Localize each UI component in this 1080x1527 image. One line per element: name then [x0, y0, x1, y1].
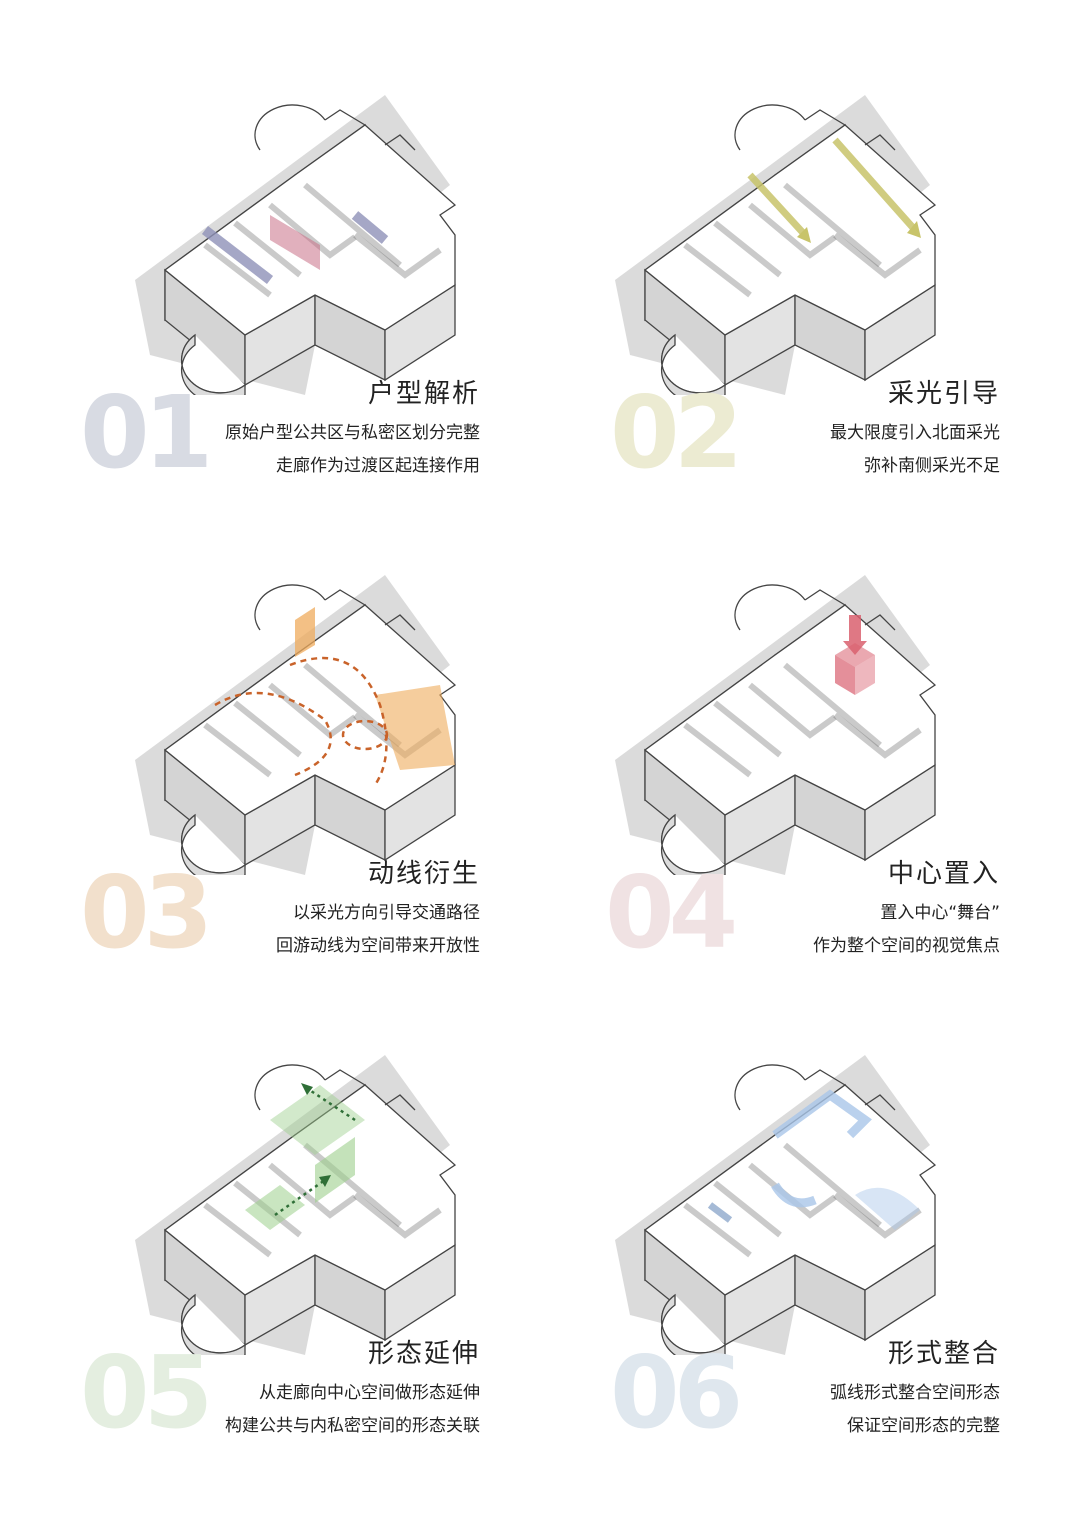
extension-arrow-1	[304, 1085, 356, 1122]
corridor-wall-highlight	[201, 226, 274, 284]
arc-integration-wall-2	[771, 1182, 817, 1208]
step-description: 置入中心“舞台” 作为整个空间的视觉焦点	[813, 897, 1000, 963]
light-arrow-2	[832, 137, 918, 233]
step-description: 从走廊向中心空间做形态延伸 构建公共与内私密空间的形态关联	[225, 1377, 480, 1443]
step-number: 01	[80, 374, 213, 491]
stage-cube-left	[835, 655, 855, 695]
description-line-1: 弧线形式整合空间形态	[830, 1383, 1000, 1403]
description-line-1: 最大限度引入北面采光	[830, 423, 1000, 443]
floor-plan-diagram	[80, 575, 520, 875]
living-zone-highlight	[375, 685, 455, 770]
step-title: 形态延伸	[367, 1339, 480, 1369]
floor-plan-diagram	[560, 575, 1000, 875]
floor-plan-diagram	[560, 1055, 1000, 1355]
step-description: 原始户型公共区与私密区划分完整 走廊作为过渡区起连接作用	[225, 417, 480, 483]
panel-05: 05 形态延伸 从走廊向中心空间做形态延伸 构建公共与内私密空间的形态关联	[80, 1055, 520, 1475]
extension-arrowhead-2	[319, 1175, 331, 1187]
stage-cube-right	[855, 655, 875, 695]
step-description: 弧线形式整合空间形态 保证空间形态的完整	[830, 1377, 1000, 1443]
floor-plan-diagram	[80, 1055, 520, 1355]
step-number: 05	[80, 1334, 213, 1451]
step-title: 动线衍生	[367, 859, 480, 889]
description-line-1: 原始户型公共区与私密区划分完整	[225, 423, 480, 443]
panel-02: 02 采光引导 最大限度引入北面采光 弥补南侧采光不足	[560, 95, 1000, 515]
panel-03: 03 动线衍生 以采光方向引导交通路径 回游动线为空间带来开放性	[80, 575, 520, 995]
description-line-1: 从走廊向中心空间做形态延伸	[259, 1383, 480, 1403]
floor-plan-diagram	[560, 95, 1000, 395]
wall-highlight	[295, 607, 315, 657]
extension-volume-top	[270, 1085, 365, 1155]
extension-arrow-2	[274, 1178, 326, 1217]
corridor-volume	[245, 1185, 305, 1230]
step-number: 04	[605, 854, 738, 971]
circulation-route-2	[289, 656, 388, 786]
arc-integration-floor	[855, 1187, 920, 1230]
private-zone-highlight	[270, 215, 320, 270]
description-line-1: 置入中心“舞台”	[880, 903, 1000, 923]
arc-integration-wall-1	[772, 1089, 872, 1139]
light-arrowhead-1	[797, 227, 811, 243]
step-title: 形式整合	[887, 1339, 1000, 1369]
panel-04: 04 中心置入 置入中心“舞台” 作为整个空间的视觉焦点	[560, 575, 1000, 995]
step-title: 户型解析	[367, 379, 480, 409]
circulation-loop	[341, 719, 389, 751]
floor-plan-diagram	[80, 95, 520, 395]
description-line-2: 弥补南侧采光不足	[864, 456, 1000, 476]
light-arrowhead-2	[907, 221, 921, 238]
step-number: 03	[80, 854, 213, 971]
step-description: 最大限度引入北面采光 弥补南侧采光不足	[830, 417, 1000, 483]
panel-06: 06 形式整合 弧线形式整合空间形态 保证空间形态的完整	[560, 1055, 1000, 1475]
step-title: 中心置入	[887, 859, 1000, 889]
arc-integration-wall-3	[707, 1202, 733, 1223]
description-line-2: 回游动线为空间带来开放性	[276, 936, 480, 956]
stage-arrow	[843, 615, 867, 655]
light-arrow-1	[747, 172, 808, 238]
description-line-2: 构建公共与内私密空间的形态关联	[225, 1416, 480, 1436]
step-number: 02	[610, 374, 743, 491]
description-line-2: 保证空间形态的完整	[847, 1416, 1000, 1436]
step-title: 采光引导	[887, 379, 1000, 409]
panel-01: 01 户型解析 原始户型公共区与私密区划分完整 走廊作为过渡区起连接作用	[80, 95, 520, 515]
step-number: 06	[610, 1334, 743, 1451]
description-line-2: 走廊作为过渡区起连接作用	[276, 456, 480, 476]
step-description: 以采光方向引导交通路径 回游动线为空间带来开放性	[276, 897, 480, 963]
description-line-2: 作为整个空间的视觉焦点	[813, 936, 1000, 956]
extension-arrowhead-1	[301, 1083, 313, 1095]
description-line-1: 以采光方向引导交通路径	[293, 903, 480, 923]
public-wall-highlight	[351, 211, 389, 244]
